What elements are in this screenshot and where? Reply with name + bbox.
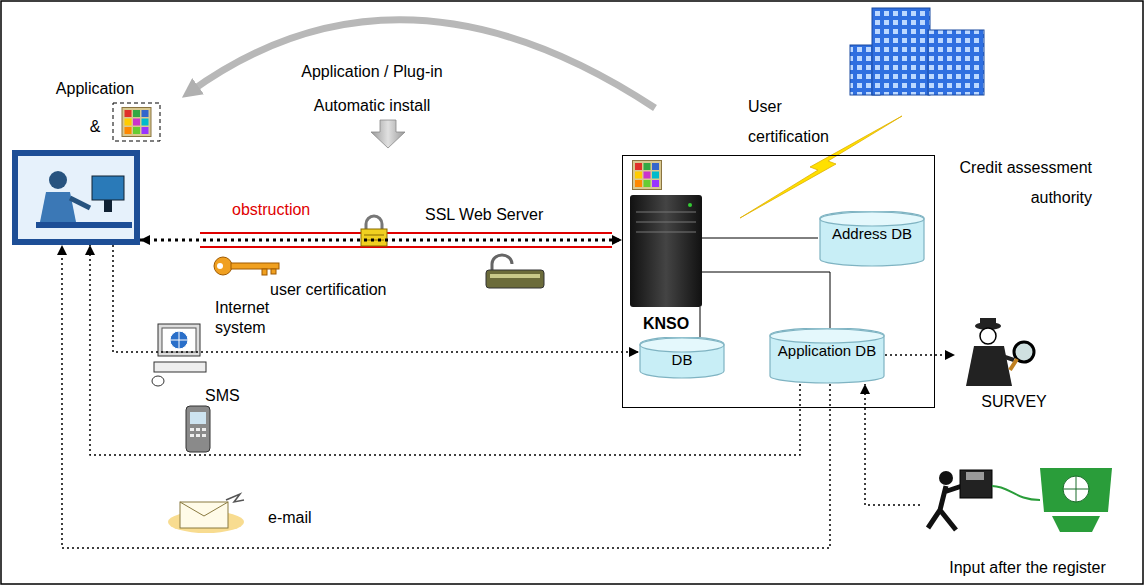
open-lock-icon: [486, 255, 544, 288]
certification-label: User certification: [748, 92, 843, 152]
computer-icon: [152, 324, 206, 386]
channel-label: SMS: [205, 386, 265, 406]
dotted-connector: [140, 239, 622, 242]
dotted-connector: [90, 245, 800, 455]
db-label: Address DB: [819, 211, 925, 246]
db-cylinder: DB: [639, 337, 725, 379]
dotted-connector: [865, 384, 920, 505]
db-label: Application DB: [769, 328, 885, 363]
server-label: SSL Web Server: [425, 205, 575, 225]
survey-figure: [966, 318, 1034, 386]
register-input: Input after the register: [920, 462, 1135, 582]
survey: SURVEY: [955, 318, 1073, 412]
obstruction-label: obstruction: [232, 200, 342, 220]
channel-label: e-mail: [268, 508, 338, 528]
node-label: Application &: [52, 70, 138, 146]
install-arrow: [371, 120, 405, 148]
dotted-connector: [62, 245, 830, 548]
phone-icon: [186, 406, 210, 452]
application-db: Application DB: [769, 328, 885, 384]
application-icon: [113, 103, 160, 141]
email-icon: [168, 494, 244, 533]
db-label: DB: [639, 337, 725, 372]
node-label: SURVEY: [955, 392, 1073, 412]
server-links: [700, 238, 830, 337]
input-figure: [928, 468, 1112, 532]
dotted-connector: [885, 354, 955, 356]
node-label: Input after the register: [920, 558, 1135, 578]
channel-label: Internet system: [215, 298, 285, 338]
install-label: Application / Plug-in Automatic install: [287, 55, 457, 123]
knso-system: KNSO Address DB DB Application DB: [622, 155, 935, 408]
dotted-connector: [113, 245, 639, 352]
node-label: Credit assessment authority: [942, 153, 1092, 213]
server-icon: [630, 161, 702, 308]
user-terminal: Application &: [12, 150, 140, 245]
certification-label: user certification: [270, 280, 420, 300]
credit-authority: Credit assessment authority: [845, 3, 1095, 208]
key-icon: [214, 257, 279, 275]
user-icon: [12, 150, 140, 245]
address-db: Address DB: [819, 211, 925, 267]
node-label: KNSO: [623, 314, 709, 334]
building-icon: [850, 8, 984, 95]
